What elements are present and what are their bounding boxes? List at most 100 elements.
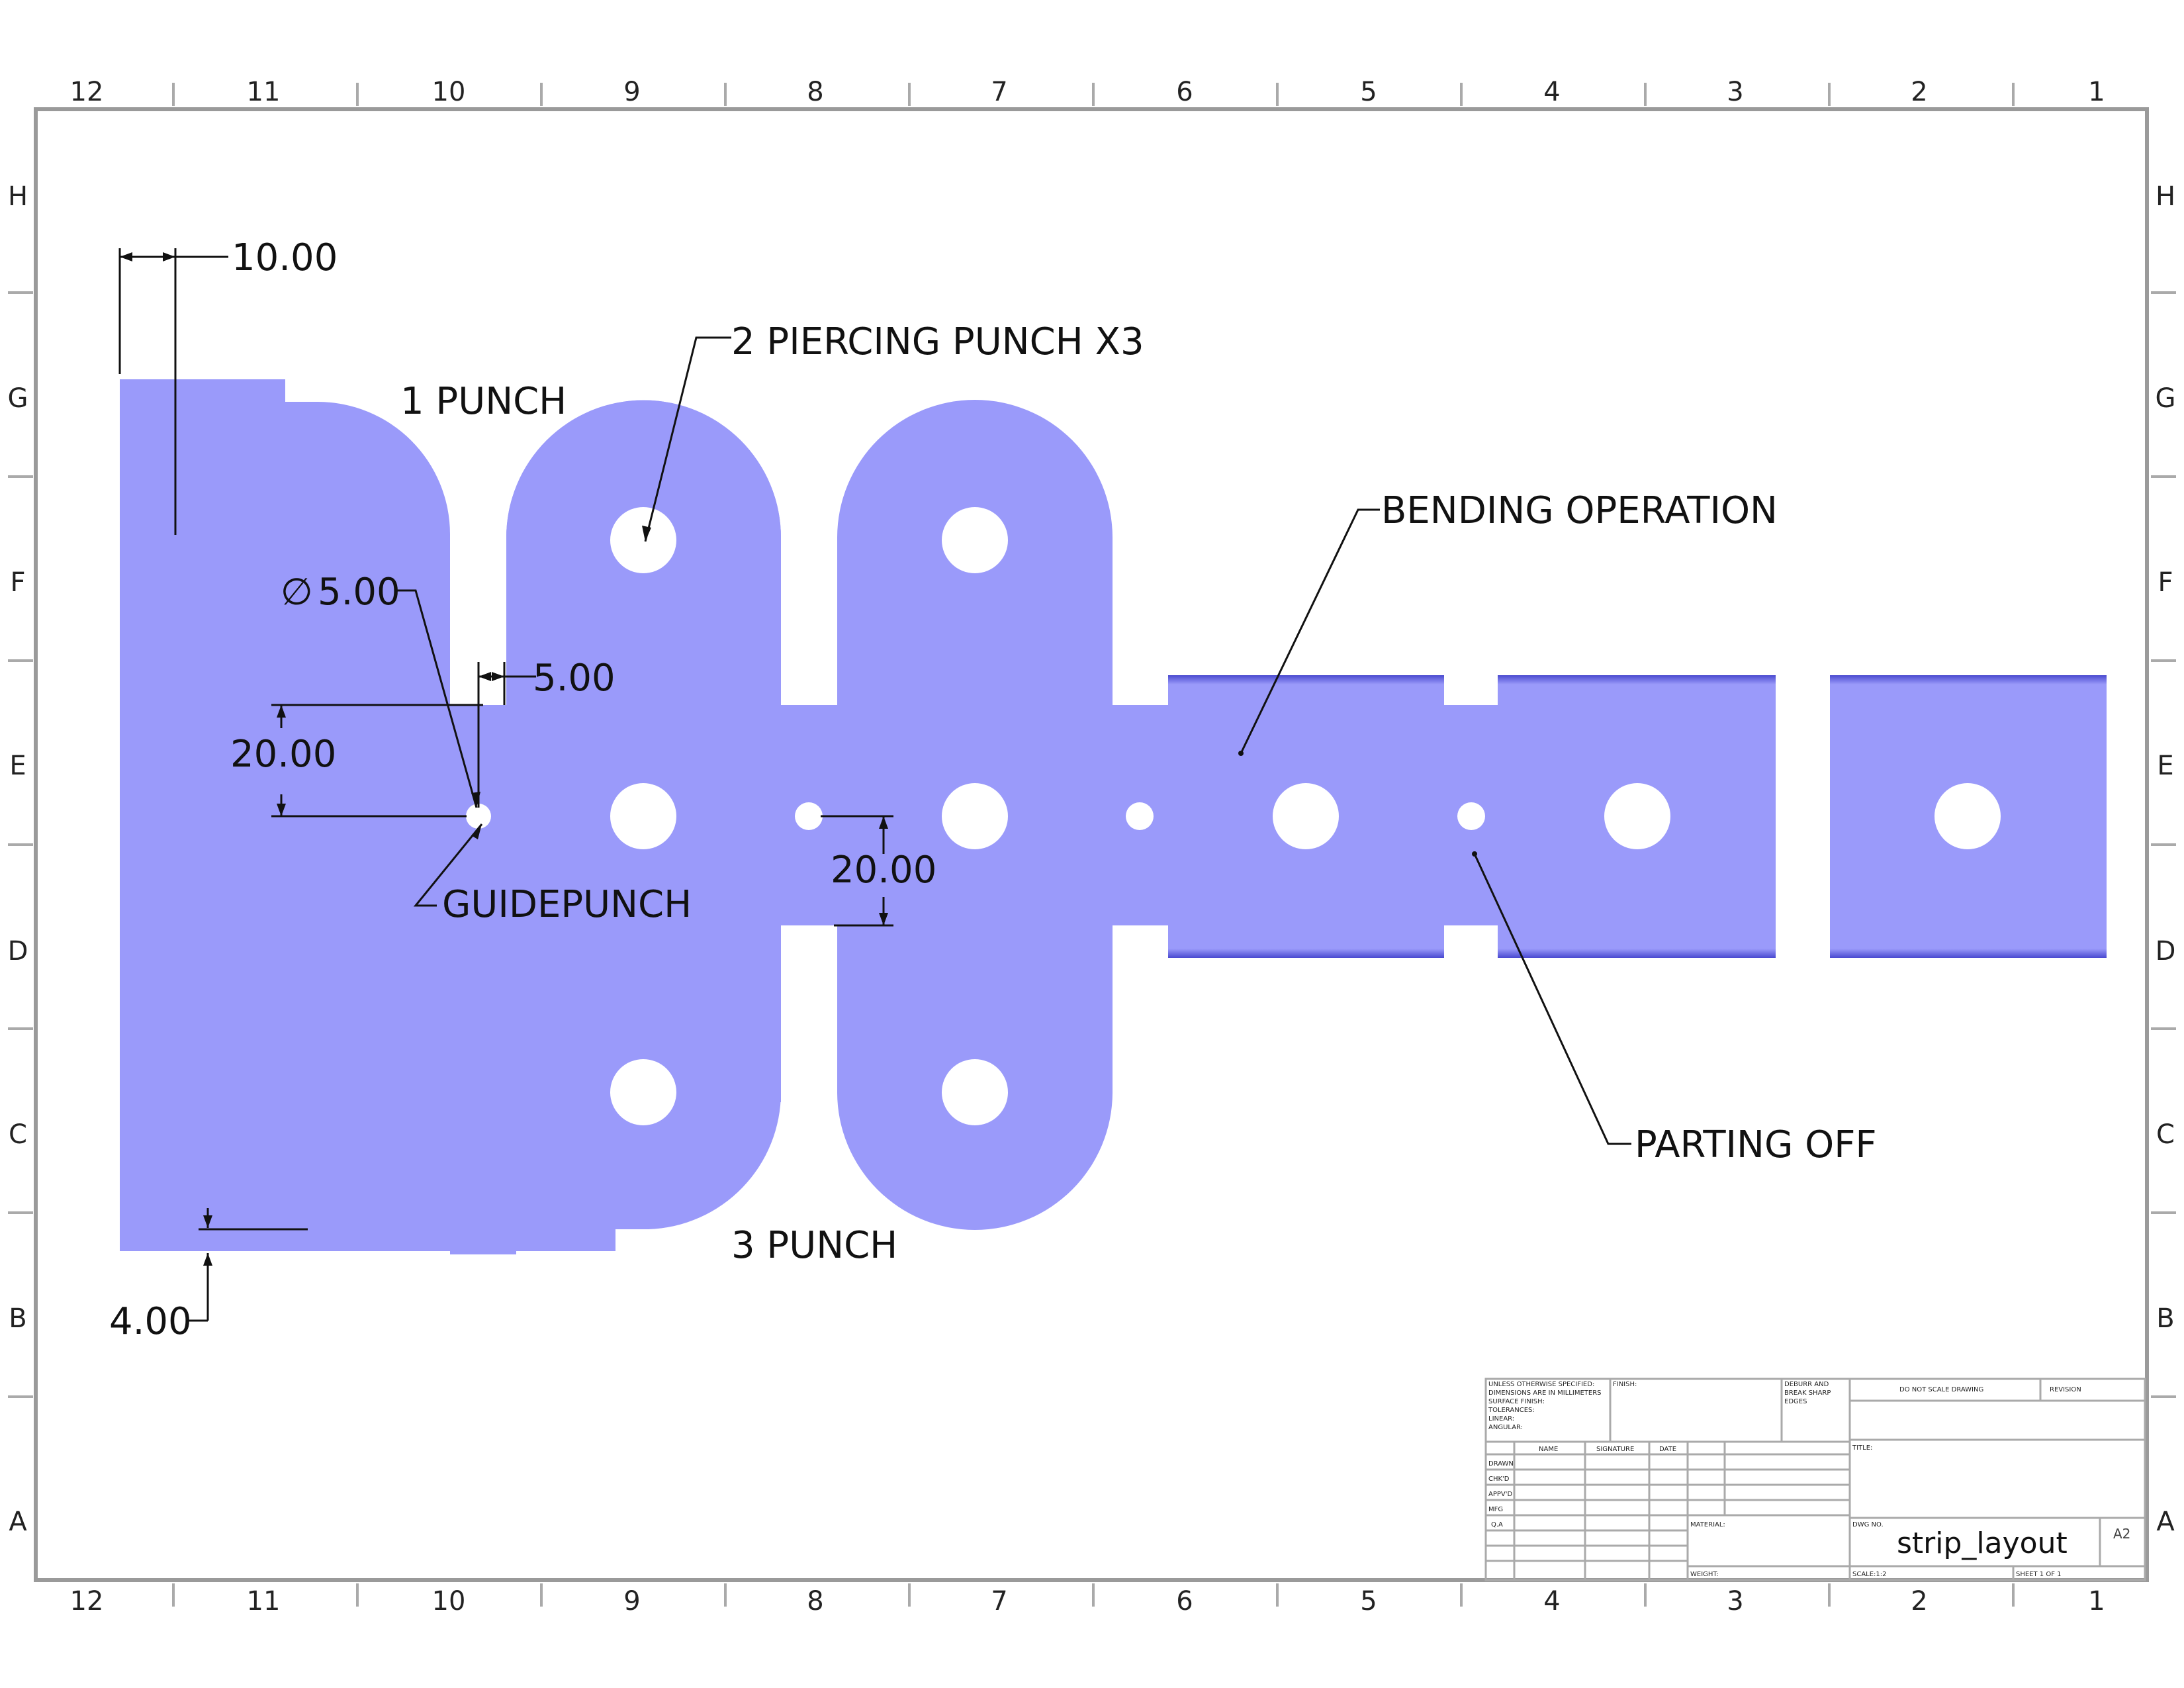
zone-col-label-top: 10	[432, 77, 466, 107]
zone-col-label-bottom: 7	[991, 1586, 1007, 1617]
note-bending-operation: BENDING OPERATION	[1381, 489, 1778, 532]
holes	[466, 507, 2001, 1125]
tb-scale: SCALE:1:2	[1852, 1571, 1887, 1578]
guide-hole	[1126, 802, 1154, 830]
tb-weight: WEIGHT:	[1690, 1571, 1719, 1578]
zone-row-label-right: C	[2156, 1119, 2175, 1150]
guide-hole	[795, 802, 823, 830]
zone-col-label-top: 9	[623, 77, 640, 107]
tb-do-not-scale: DO NOT SCALE DRAWING	[1899, 1386, 1983, 1393]
pierce-hole	[942, 507, 1008, 573]
top-notch-cut	[285, 379, 325, 402]
note-guide-punch: GUIDEPUNCH	[442, 883, 692, 926]
zone-col-label-bottom: 2	[1911, 1586, 1927, 1617]
dim-diameter-symbol: ∅	[281, 571, 313, 614]
zone-row-label-left: D	[8, 936, 28, 966]
zone-col-label-top: 7	[991, 77, 1007, 107]
zone-row-label-right: E	[2157, 751, 2173, 781]
zone-col-label-bottom: 12	[70, 1586, 104, 1617]
bent-edge-bottom-2	[1498, 949, 1776, 958]
pierce-hole	[1934, 783, 2001, 849]
zone-col-label-bottom: 10	[432, 1586, 466, 1617]
tb-tolerance-line: DIMENSIONS ARE IN MILLIMETERS	[1488, 1389, 1601, 1397]
tb-row-label: APPV'D	[1488, 1491, 1512, 1498]
guide-hole	[466, 804, 491, 829]
zone-col-label-bottom: 8	[807, 1586, 823, 1617]
note-punch-3: 3 PUNCH	[731, 1224, 897, 1267]
bent-edge-top-1	[1168, 675, 1444, 684]
zone-col-label-bottom: 1	[2088, 1586, 2105, 1617]
tb-deburr: DEBURR AND	[1784, 1381, 1829, 1388]
tb-col-name: NAME	[1539, 1446, 1558, 1453]
tb-col-signature: SIGNATURE	[1596, 1446, 1634, 1453]
dim-diameter: 5.00	[318, 571, 400, 614]
zone-row-label-left: B	[9, 1303, 26, 1334]
zone-col-label-top: 12	[70, 77, 104, 107]
zone-col-label-top: 4	[1543, 77, 1560, 107]
bent-edge-top-2	[1498, 675, 1776, 684]
note-piercing-punch: 2 PIERCING PUNCH X3	[731, 320, 1144, 363]
pierce-hole	[610, 783, 676, 849]
zone-ticks	[8, 83, 2176, 1607]
zone-row-label-right: D	[2156, 936, 2176, 966]
zone-col-label-bottom: 3	[1727, 1586, 1743, 1617]
tb-dwg-no: strip_layout	[1897, 1526, 2068, 1560]
tb-deburr: BREAK SHARP	[1784, 1389, 1831, 1397]
zone-col-label-bottom: 4	[1543, 1586, 1560, 1617]
tb-row-label: CHK'D	[1488, 1476, 1510, 1483]
zone-col-label-top: 2	[1911, 77, 1927, 107]
zone-row-label-right: H	[2156, 181, 2175, 212]
parted-edge-top	[1830, 675, 2107, 684]
strip-part	[120, 379, 2107, 1254]
zone-row-label-left: H	[8, 181, 28, 212]
bent-edge-bottom-1	[1168, 949, 1444, 958]
dim-bottom: 4.00	[109, 1300, 192, 1343]
tb-tolerance-line: TOLERANCES:	[1488, 1407, 1535, 1414]
zone-row-label-left: C	[9, 1119, 27, 1150]
zone-row-label-right: B	[2156, 1303, 2174, 1334]
tb-dwg-no-label: DWG NO.	[1852, 1521, 1884, 1528]
zone-col-label-bottom: 5	[1360, 1586, 1377, 1617]
zone-col-label-bottom: 11	[247, 1586, 281, 1617]
tb-deburr: EDGES	[1784, 1398, 1807, 1405]
zone-row-label-right: A	[2156, 1507, 2175, 1537]
tb-row-label: DRAWN	[1488, 1460, 1514, 1468]
zone-col-label-top: 5	[1360, 77, 1377, 107]
zone-col-label-bottom: 9	[623, 1586, 640, 1617]
zone-row-label-left: G	[8, 383, 28, 414]
dim-left-vertical: 20.00	[230, 733, 336, 776]
tb-title: TITLE:	[1852, 1444, 1872, 1452]
parted-edge-bottom	[1830, 949, 2107, 958]
tb-row-label: Q.A	[1491, 1521, 1503, 1528]
zone-col-label-top: 11	[247, 77, 281, 107]
dimension-texts: 10.00 ∅ 5.00 5.00 20.00 20.00 4.00	[109, 236, 936, 1343]
title-block: UNLESS OTHERWISE SPECIFIED: DIMENSIONS A…	[1484, 1378, 2146, 1581]
tb-material: MATERIAL:	[1690, 1521, 1725, 1528]
arrowheads	[120, 252, 1477, 1266]
tb-tolerance-line: LINEAR:	[1488, 1415, 1514, 1423]
dim-center-vertical: 20.00	[831, 849, 936, 892]
tb-sheet: SHEET 1 OF 1	[2016, 1571, 2062, 1578]
zone-labels: 12 11 10 9 8 7 6 5 4 3 2 1 12 11 10 9 8 …	[8, 77, 2176, 1617]
note-parting-off: PARTING OFF	[1635, 1123, 1877, 1166]
zone-col-label-top: 1	[2088, 77, 2105, 107]
pierce-hole	[942, 783, 1008, 849]
notes: 1 PUNCH 2 PIERCING PUNCH X3 3 PUNCH BEND…	[400, 320, 1877, 1267]
pierce-hole	[610, 1059, 676, 1125]
pierce-hole	[942, 1059, 1008, 1125]
tb-tolerance-line: SURFACE FINISH:	[1488, 1398, 1545, 1405]
zone-col-label-top: 6	[1176, 77, 1193, 107]
zone-row-label-right: G	[2156, 383, 2176, 414]
tb-revision: REVISION	[2050, 1386, 2081, 1393]
dim-offset: 5.00	[533, 657, 615, 700]
tb-tolerance-line: ANGULAR:	[1488, 1424, 1523, 1431]
zone-row-label-left: F	[10, 567, 25, 598]
zone-row-label-left: A	[9, 1507, 27, 1537]
tb-finish: FINISH:	[1613, 1381, 1637, 1388]
tb-row-label: MFG	[1488, 1506, 1503, 1513]
pierce-hole	[610, 507, 676, 573]
pierce-hole	[1604, 783, 1670, 849]
zone-row-label-left: E	[9, 751, 26, 781]
guide-hole	[1457, 802, 1485, 830]
